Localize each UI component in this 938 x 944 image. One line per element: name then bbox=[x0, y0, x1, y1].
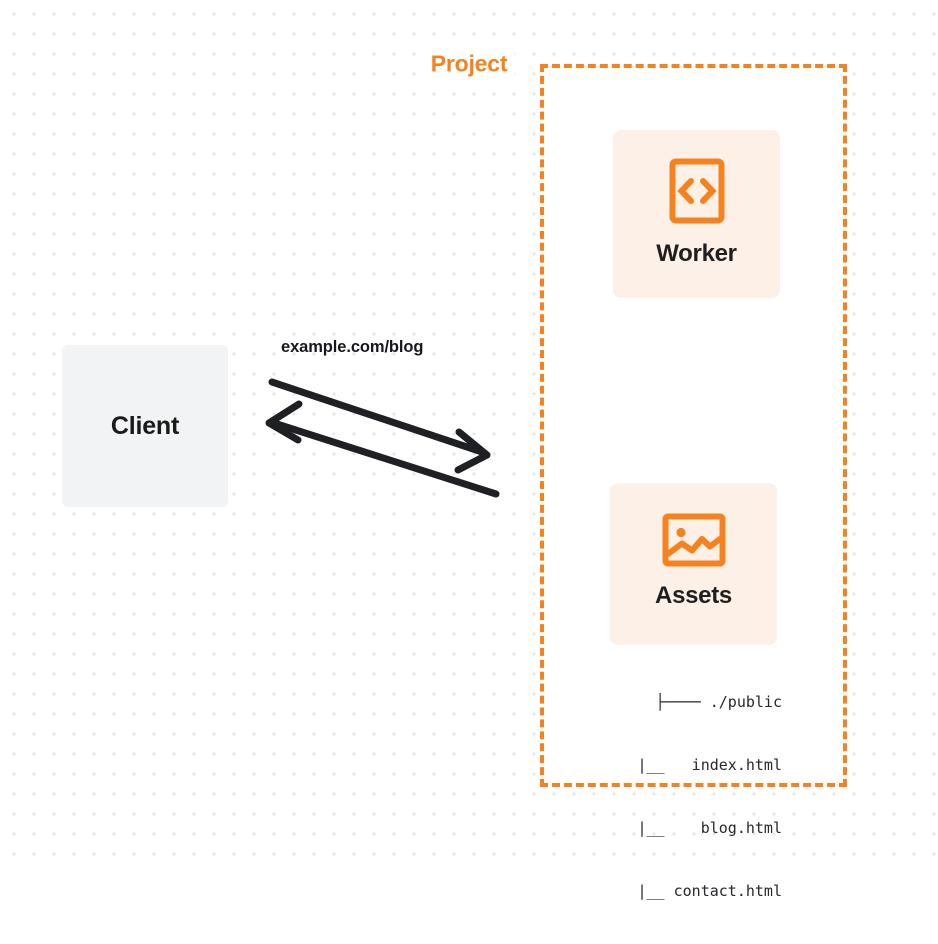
file-tree-line: |__ blog.html bbox=[592, 819, 782, 837]
assets-file-tree: ├──── ./public |__ index.html |__ blog.h… bbox=[560, 650, 782, 944]
response-arrow bbox=[265, 400, 500, 498]
file-tree-line: ├──── ./public bbox=[655, 693, 782, 711]
assets-node[interactable]: Assets bbox=[610, 483, 777, 645]
project-title: Project bbox=[423, 50, 515, 78]
code-brackets-icon bbox=[669, 158, 725, 224]
image-icon bbox=[662, 513, 726, 567]
worker-label: Worker bbox=[656, 240, 737, 267]
worker-node[interactable]: Worker bbox=[613, 130, 780, 298]
assets-label: Assets bbox=[655, 582, 732, 609]
diagram-canvas: Client example.com/blog Project Worker bbox=[0, 0, 938, 900]
client-label: Client bbox=[110, 411, 180, 440]
client-node[interactable]: Client bbox=[62, 345, 228, 507]
edge-label-request-url: example.com/blog bbox=[281, 338, 424, 356]
file-tree-line: |__ index.html bbox=[592, 756, 782, 774]
request-arrow bbox=[268, 378, 491, 474]
file-tree-line: |__ contact.html bbox=[592, 882, 782, 900]
